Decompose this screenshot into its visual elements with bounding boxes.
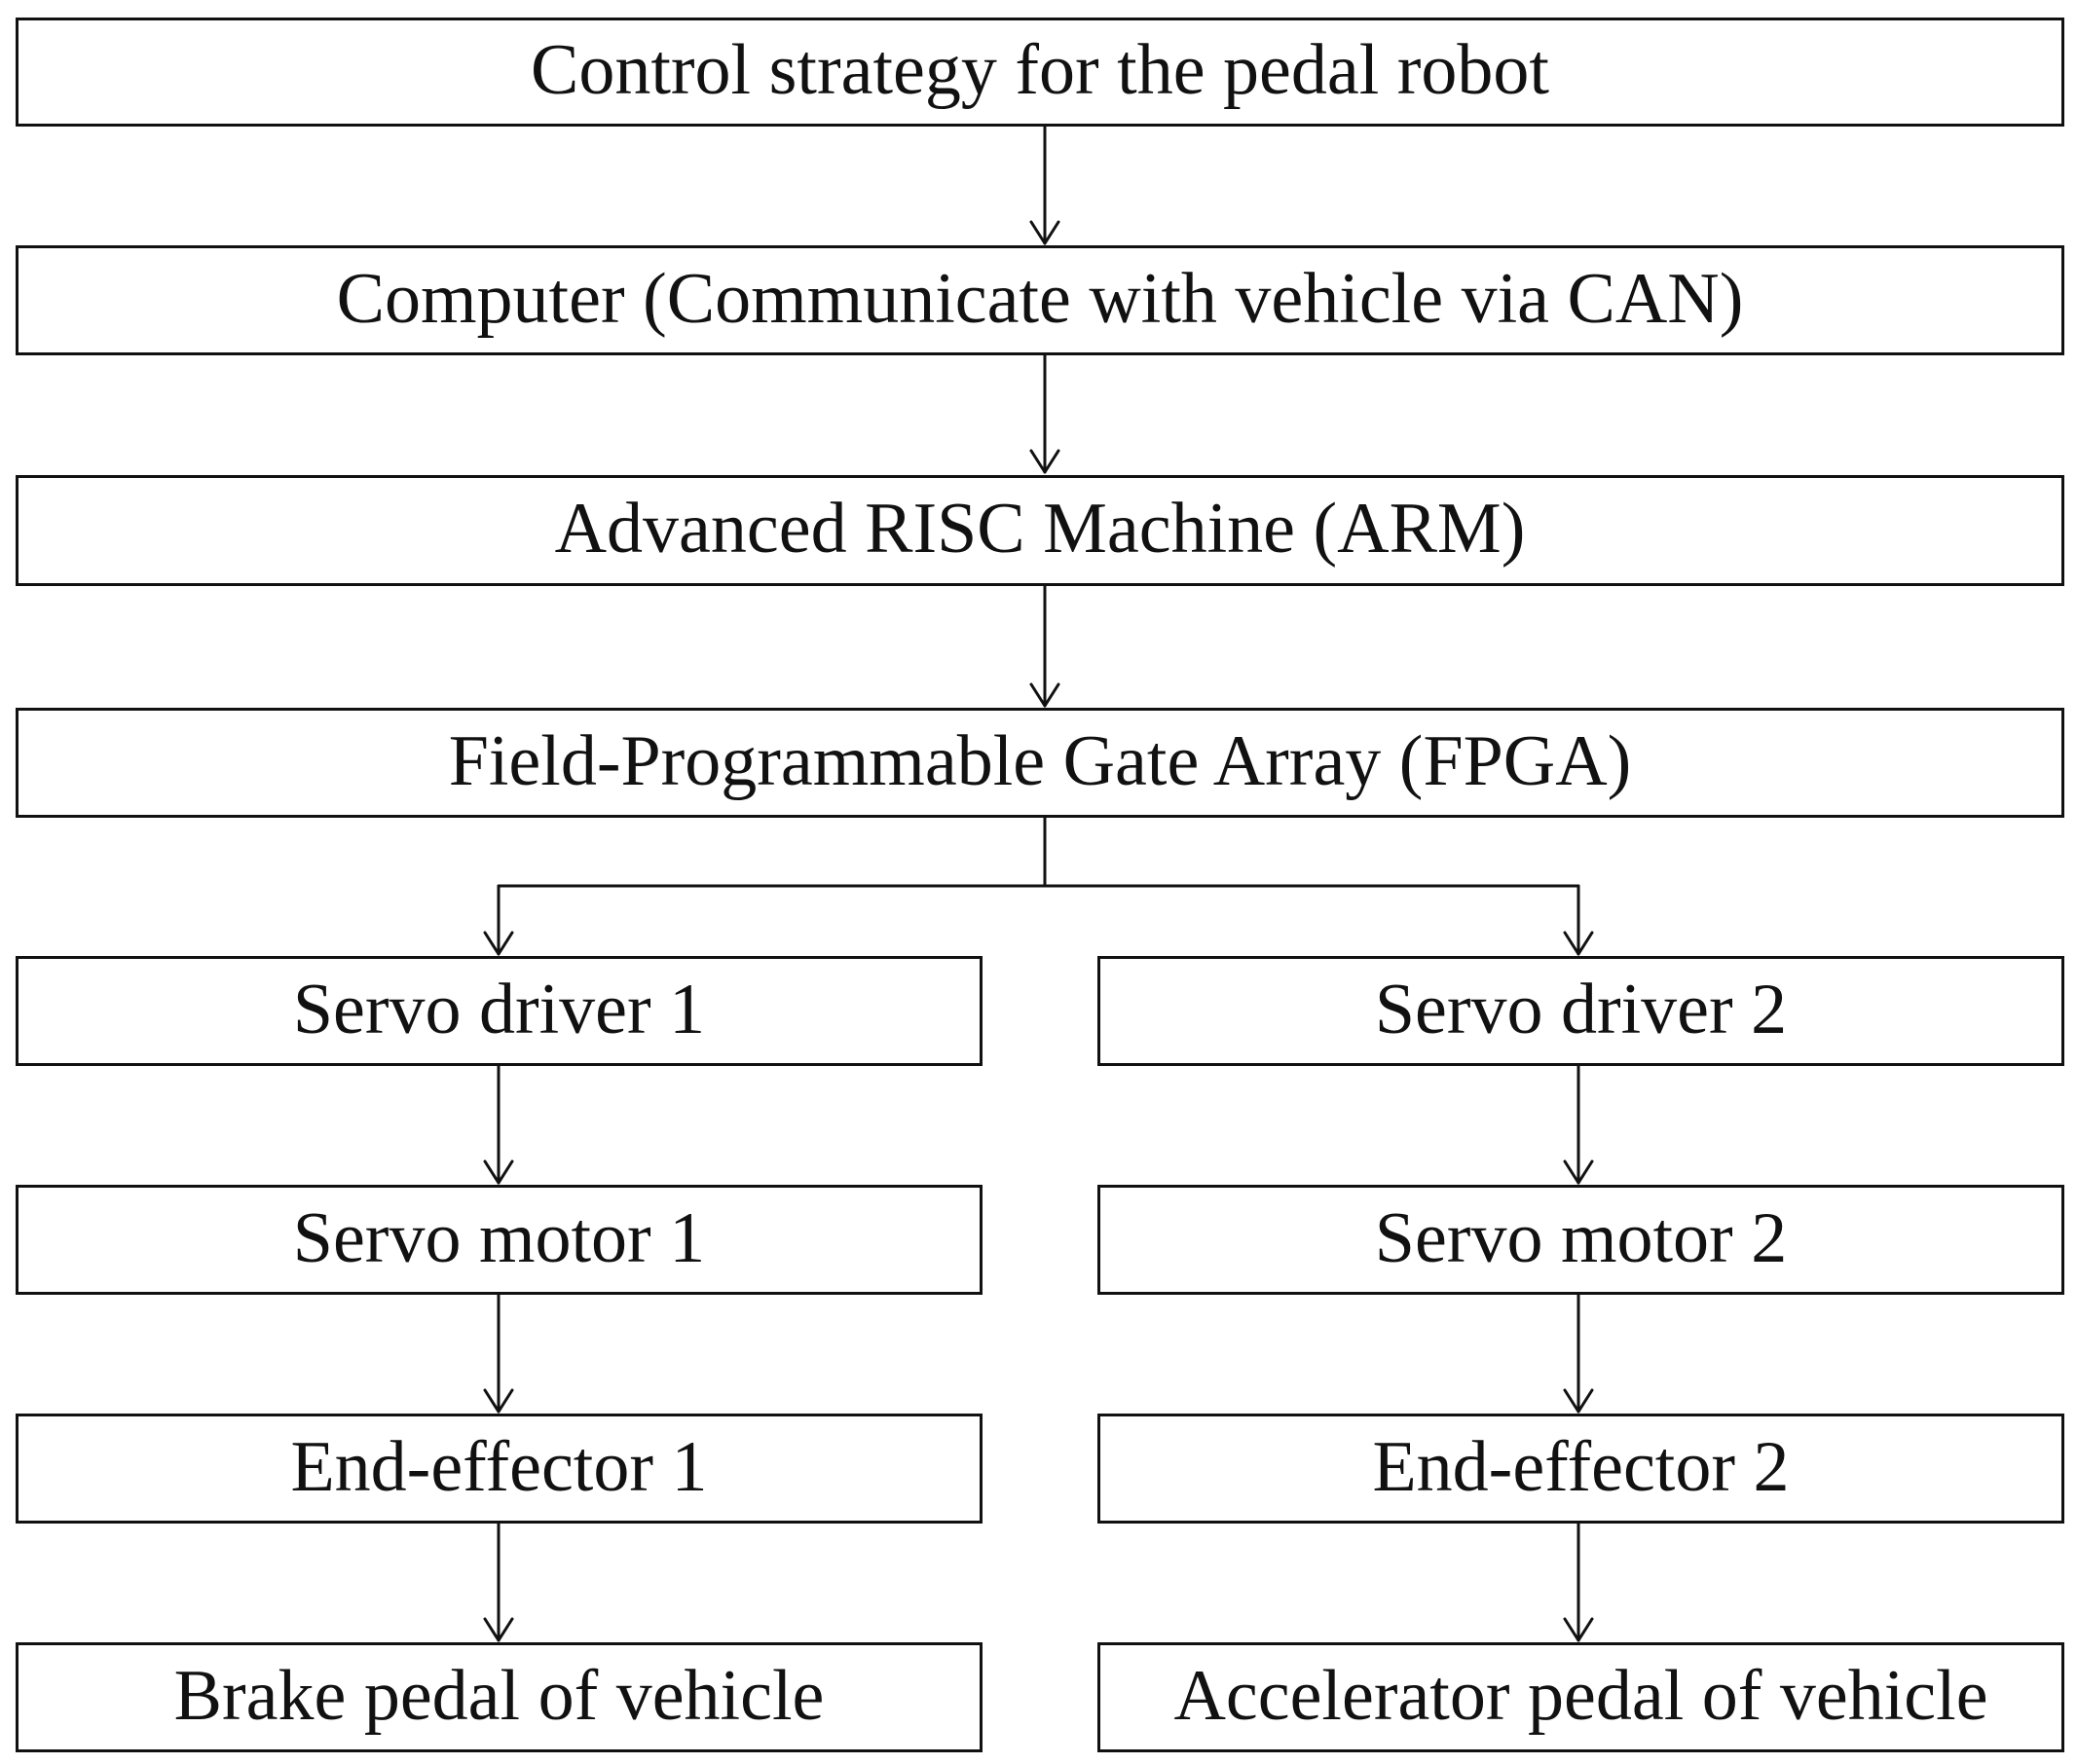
node-label: Accelerator pedal of vehicle	[1173, 1655, 1988, 1736]
node-label: End-effector 2	[1372, 1426, 1790, 1507]
node-computer: Computer (Communicate with vehicle via C…	[16, 245, 2064, 355]
arrow-computer-to-arm	[1029, 353, 1060, 474]
arrow-effector2-to-accelerator	[1563, 1522, 1594, 1642]
node-brake-pedal: Brake pedal of vehicle	[16, 1642, 983, 1752]
node-label: Servo driver 2	[1374, 969, 1788, 1049]
arrow-control-to-computer	[1029, 125, 1060, 245]
node-servo-motor-1: Servo motor 1	[16, 1185, 983, 1295]
node-label: Advanced RISC Machine (ARM)	[554, 489, 1526, 569]
node-end-effector-2: End-effector 2	[1097, 1414, 2064, 1524]
node-label: Field-Programmable Gate Array (FPGA)	[448, 720, 1632, 801]
node-label: Servo motor 2	[1374, 1197, 1788, 1278]
node-servo-driver-1: Servo driver 1	[16, 956, 983, 1066]
node-end-effector-1: End-effector 1	[16, 1414, 983, 1524]
arrow-effector1-to-brake	[483, 1522, 514, 1642]
node-servo-motor-2: Servo motor 2	[1097, 1185, 2064, 1295]
arrow-driver1-to-motor1	[483, 1064, 514, 1185]
node-fpga: Field-Programmable Gate Array (FPGA)	[16, 708, 2064, 818]
node-accelerator-pedal: Accelerator pedal of vehicle	[1097, 1642, 2064, 1752]
arrow-motor2-to-effector2	[1563, 1293, 1594, 1414]
node-control-strategy: Control strategy for the pedal robot	[16, 18, 2064, 127]
arrow-driver2-to-motor2	[1563, 1064, 1594, 1185]
node-label: End-effector 1	[290, 1426, 708, 1507]
node-label: Servo driver 1	[292, 969, 706, 1049]
arrow-arm-to-fpga	[1029, 584, 1060, 708]
branch-fpga-to-drivers	[483, 816, 1594, 956]
node-label: Computer (Communicate with vehicle via C…	[336, 258, 1744, 339]
node-label: Servo motor 1	[292, 1197, 706, 1278]
node-arm: Advanced RISC Machine (ARM)	[16, 475, 2064, 586]
arrow-motor1-to-effector1	[483, 1293, 514, 1414]
node-servo-driver-2: Servo driver 2	[1097, 956, 2064, 1066]
node-label: Brake pedal of vehicle	[173, 1655, 825, 1736]
node-label: Control strategy for the pedal robot	[530, 30, 1549, 110]
